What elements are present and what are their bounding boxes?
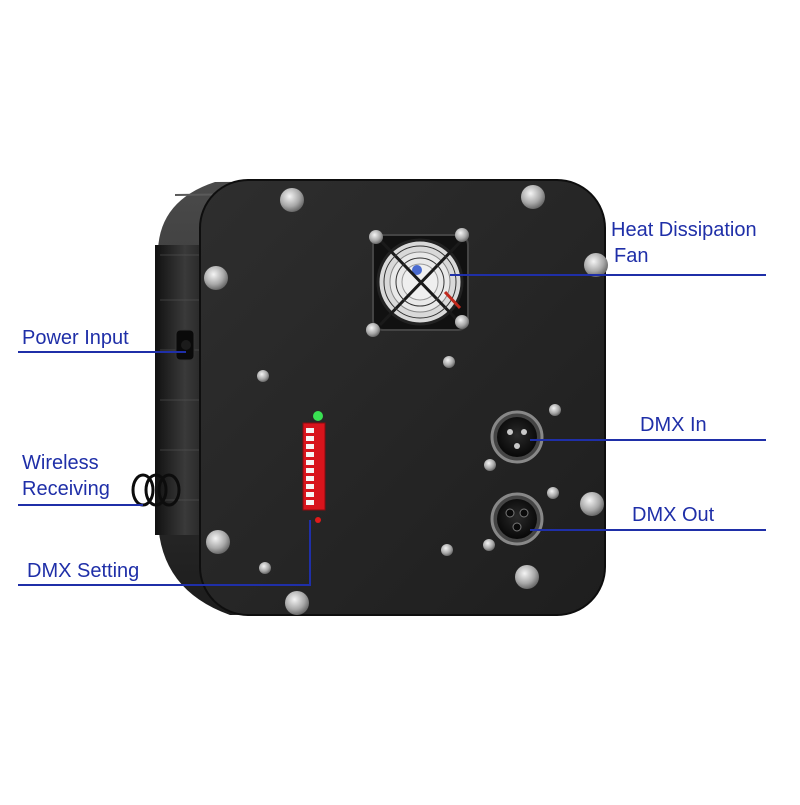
status-led-green <box>313 411 323 421</box>
callout-wireless-line1: Wireless <box>22 452 99 474</box>
callout-wireless-receiving: Wireless Receiving <box>22 450 110 502</box>
power-input-jack <box>175 329 195 361</box>
panel-screws <box>204 185 608 615</box>
callout-dmx-out: DMX Out <box>632 504 715 526</box>
callout-power-input: Power Input <box>22 327 129 349</box>
dmx-out-connector <box>490 492 544 546</box>
callout-fan-line1: Heat Dissipation <box>611 219 757 241</box>
cooling-fan <box>372 234 469 331</box>
callout-dmx-setting: DMX Setting <box>27 560 140 582</box>
callout-heat-dissipation-fan: Heat Dissipation Fan <box>611 217 757 269</box>
dmx-setting-callout-line <box>18 520 311 586</box>
dip-switch <box>302 422 326 511</box>
status-led-red <box>315 517 321 523</box>
callout-fan-line2: Fan <box>614 245 649 267</box>
dmx-in-connector <box>490 410 544 464</box>
callout-lines <box>18 274 766 586</box>
callout-wireless-line2: Receiving <box>22 478 110 500</box>
callout-dmx-in: DMX In <box>640 414 707 436</box>
